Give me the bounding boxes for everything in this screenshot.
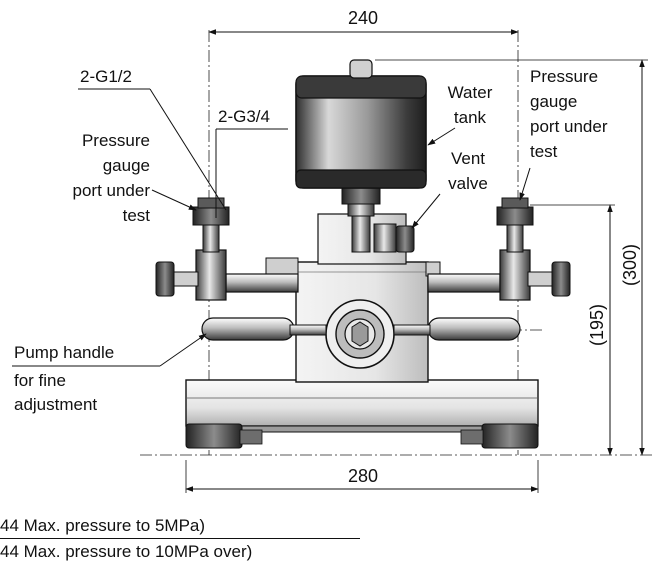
tank-cap bbox=[349, 59, 373, 79]
label-2-g1-2: 2-G1/2 bbox=[78, 67, 227, 211]
dim-280-text: 280 bbox=[348, 466, 378, 486]
left-port-cap bbox=[197, 197, 225, 209]
dim-300-text: (300) bbox=[620, 244, 640, 286]
foot-right bbox=[481, 423, 539, 449]
note-max-pressure-10mpa: 44 Max. pressure to 10MPa over) bbox=[0, 542, 253, 561]
dimension-height-195: (195) bbox=[587, 204, 613, 456]
right-valve-body bbox=[499, 249, 531, 301]
label-left-port: Pressure gauge port under test bbox=[73, 131, 197, 225]
note-divider bbox=[0, 538, 360, 539]
svg-text:Water: Water bbox=[448, 83, 493, 102]
dim-195-text: (195) bbox=[587, 304, 607, 346]
vent-valve-knob bbox=[395, 225, 415, 253]
foot-left bbox=[185, 423, 243, 449]
note-max-pressure-5mpa: 44 Max. pressure to 5MPa) bbox=[0, 516, 206, 535]
right-port-cap bbox=[501, 197, 529, 209]
right-valve-stem bbox=[527, 271, 555, 287]
dimension-top-width: 240 bbox=[208, 8, 519, 35]
foot-right-nut bbox=[460, 429, 484, 445]
left-pipe-horizontal bbox=[225, 273, 299, 293]
tank-neck bbox=[341, 185, 381, 253]
right-valve-assembly bbox=[427, 197, 571, 301]
svg-text:2-G1/2: 2-G1/2 bbox=[80, 67, 132, 86]
left-riser bbox=[202, 221, 220, 253]
svg-text:2-G3/4: 2-G3/4 bbox=[218, 107, 270, 126]
right-riser bbox=[506, 221, 524, 253]
svg-text:for fine: for fine bbox=[14, 371, 66, 390]
label-right-port: Pressure gauge port under test bbox=[519, 67, 608, 201]
left-valve-body bbox=[195, 249, 227, 301]
pump-body bbox=[265, 213, 441, 383]
plunger-hex-nut bbox=[351, 321, 369, 347]
svg-text:test: test bbox=[530, 142, 558, 161]
svg-text:Pump handle: Pump handle bbox=[14, 343, 114, 362]
dimension-height-300: (300) bbox=[620, 59, 645, 456]
right-port-fitting bbox=[496, 206, 534, 226]
svg-text:port under: port under bbox=[73, 181, 151, 200]
label-water-tank: Water tank bbox=[427, 83, 493, 146]
label-pump-handle: Pump handle for fine adjustment bbox=[12, 333, 207, 414]
right-valve-knob bbox=[551, 261, 571, 297]
svg-text:port under: port under bbox=[530, 117, 608, 136]
right-pipe-horizontal bbox=[427, 273, 501, 293]
svg-text:Vent: Vent bbox=[451, 149, 485, 168]
foot-left-nut bbox=[239, 429, 263, 445]
svg-text:tank: tank bbox=[454, 108, 487, 127]
svg-text:gauge: gauge bbox=[103, 156, 150, 175]
svg-text:Pressure: Pressure bbox=[82, 131, 150, 150]
svg-text:test: test bbox=[123, 206, 151, 225]
dim-240-text: 240 bbox=[348, 8, 378, 28]
base-plate bbox=[185, 379, 539, 427]
svg-text:valve: valve bbox=[448, 174, 488, 193]
left-valve-stem bbox=[171, 271, 199, 287]
vent-valve-body bbox=[373, 223, 397, 253]
vent-valve-assembly bbox=[373, 223, 415, 253]
base-assembly bbox=[185, 379, 539, 449]
label-2-g3-4: 2-G3/4 bbox=[215, 107, 288, 218]
body-side-boss-left bbox=[265, 257, 299, 277]
pump-handle-right bbox=[393, 317, 521, 341]
left-port-fitting bbox=[192, 206, 230, 226]
svg-text:Pressure: Pressure bbox=[530, 67, 598, 86]
left-valve-knob bbox=[155, 261, 175, 297]
water-tank bbox=[295, 59, 427, 189]
left-valve-assembly bbox=[155, 197, 299, 301]
pump-handle-left bbox=[201, 317, 327, 341]
label-vent-valve: Vent valve bbox=[411, 149, 488, 229]
svg-text:gauge: gauge bbox=[530, 92, 577, 111]
dimension-bottom-width: 280 bbox=[185, 466, 539, 492]
svg-text:adjustment: adjustment bbox=[14, 395, 97, 414]
